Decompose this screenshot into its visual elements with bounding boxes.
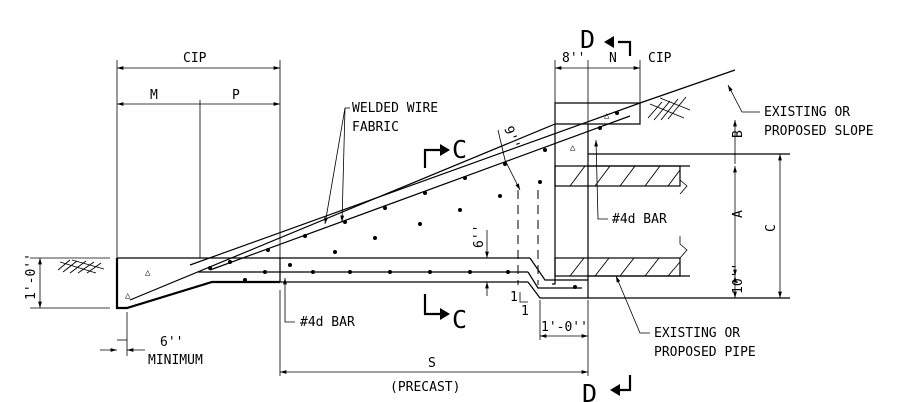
- welded-wire-label-1: WELDED WIRE: [352, 101, 438, 116]
- existing-pipe-label-2: PROPOSED PIPE: [654, 345, 756, 360]
- m-label: M: [150, 88, 158, 103]
- dashed-joint-lines: [517, 190, 539, 285]
- eight-in-label: 8'': [562, 51, 585, 66]
- b-label: B: [731, 130, 746, 138]
- precast-label: (PRECAST): [390, 380, 460, 395]
- rebar-dots: △ △ △ △: [125, 111, 619, 301]
- six-in-vert-label: 6'': [472, 225, 487, 248]
- a-label: A: [731, 210, 746, 218]
- cip-left-label: CIP: [183, 51, 207, 66]
- text-labels: CIP M P WELDED WIRE FABRIC D 8'' N CIP E…: [24, 25, 874, 402]
- leaders: [283, 84, 760, 334]
- ground-hatch-left: [57, 259, 105, 274]
- section-c-bottom-label: C: [452, 305, 467, 334]
- four-d-bar-upper-label: #4d BAR: [612, 212, 667, 227]
- existing-slope-label-1: EXISTING OR: [764, 105, 850, 120]
- nine-in-label: 9'': [500, 124, 522, 151]
- section-markers: [423, 36, 632, 396]
- svg-text:△: △: [125, 291, 131, 301]
- slope-one-a-label: 1: [510, 290, 518, 305]
- one-ft-left-label: 1'-0'': [24, 253, 39, 300]
- section-d-top-label: D: [580, 25, 595, 54]
- welded-wire-label-2: FABRIC: [352, 120, 399, 135]
- four-d-bar-lower-label: #4d BAR: [300, 315, 355, 330]
- dimensions: [30, 60, 782, 376]
- c-dim-label: C: [764, 224, 779, 232]
- minimum-label: MINIMUM: [148, 353, 203, 368]
- n-label: N: [609, 51, 617, 66]
- ten-in-label: 10'': [731, 263, 746, 294]
- ground-hatch-right: [647, 96, 691, 121]
- slope-one-b-label: 1: [521, 304, 529, 319]
- existing-slope-label-2: PROPOSED SLOPE: [764, 124, 874, 139]
- existing-pipe-label-1: EXISTING OR: [654, 326, 740, 341]
- svg-text:△: △: [570, 143, 576, 153]
- one-ft-bottom-label: 1'-0'': [541, 320, 588, 335]
- cip-right-label: CIP: [648, 51, 672, 66]
- six-in-min-label: 6'': [160, 335, 183, 350]
- svg-text:△: △: [145, 268, 151, 278]
- section-c-top-label: C: [452, 135, 467, 164]
- pipe: [554, 153, 790, 299]
- p-label: P: [232, 88, 240, 103]
- s-label: S: [428, 356, 436, 371]
- welded-wire-fabric: [198, 115, 631, 289]
- existing-slope-line: [639, 69, 736, 104]
- section-d-bottom-label: D: [582, 379, 597, 402]
- svg-text:△: △: [604, 111, 610, 121]
